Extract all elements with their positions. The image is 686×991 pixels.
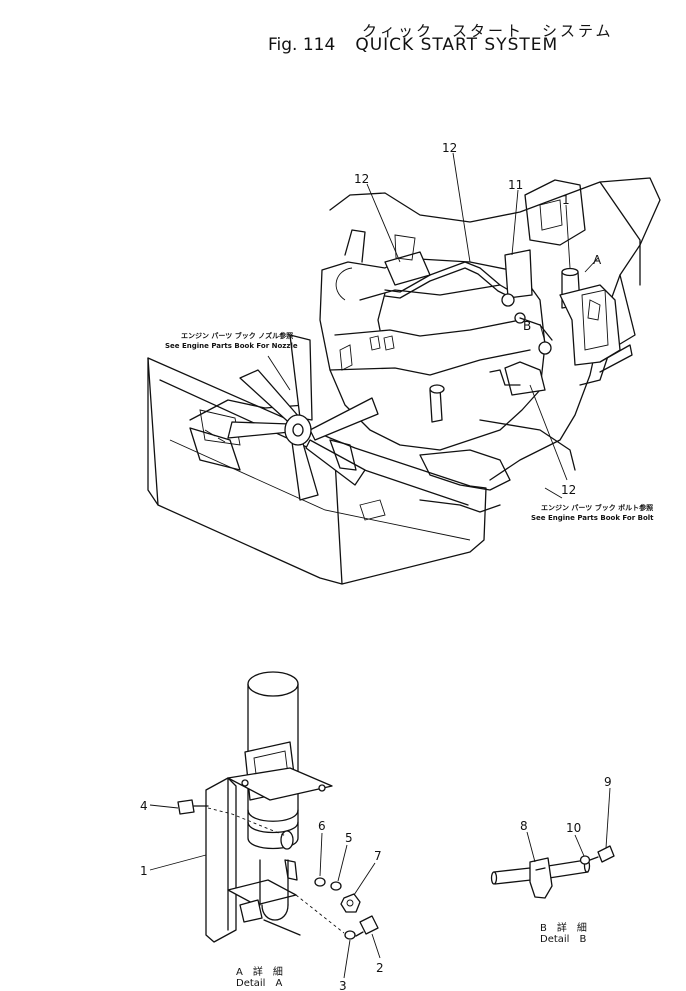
detail-b-caption: Detail B bbox=[540, 934, 586, 945]
callout-3: 3 bbox=[339, 979, 347, 991]
callout-4: 4 bbox=[140, 799, 148, 813]
callout-6: 6 bbox=[318, 819, 326, 833]
detail-a-caption: Detail A bbox=[236, 978, 282, 989]
figure-name: QUICK START SYSTEM bbox=[355, 35, 559, 55]
callout-2: 2 bbox=[376, 961, 384, 975]
figure-number: Fig. 114 bbox=[268, 35, 336, 55]
label-a-arrow: A bbox=[593, 253, 602, 267]
figure-title-japanese: クィック スタート システム bbox=[362, 22, 614, 40]
callout-8: 8 bbox=[520, 819, 528, 833]
bolt-note-english: See Engine Parts Book For Bolt bbox=[531, 514, 654, 522]
detail-a-illustration bbox=[177, 671, 379, 943]
callout-12-bottom: 12 bbox=[561, 483, 576, 497]
fan-illustration bbox=[227, 334, 379, 501]
figure-title: Fig. 114 QUICK START SYSTEM bbox=[268, 35, 558, 55]
callout-5: 5 bbox=[345, 831, 353, 845]
callout-12-left: 12 bbox=[354, 172, 369, 186]
callout-11: 11 bbox=[508, 178, 523, 192]
callout-10: 10 bbox=[566, 821, 581, 835]
label-b-arrow: B bbox=[523, 319, 531, 333]
callout-7: 7 bbox=[374, 849, 382, 863]
callout-12-top: 12 bbox=[442, 141, 457, 155]
nozzle-note-english: See Engine Parts Book For Nozzle bbox=[165, 342, 298, 350]
detail-a-caption-japanese: A 詳 細 bbox=[236, 965, 283, 978]
bolt-note-japanese: エンジン パーツ ブック ボルト参照 bbox=[541, 503, 653, 512]
callout-1-upper: 1 bbox=[562, 193, 570, 207]
nozzle-note-japanese: エンジン パーツ ブック ノズル参照 bbox=[181, 331, 293, 340]
callout-1-detail-a: 1 bbox=[140, 864, 148, 878]
machine-assembly-illustration bbox=[147, 177, 661, 585]
callout-9: 9 bbox=[604, 775, 612, 789]
detail-b-illustration bbox=[490, 845, 615, 899]
detail-b-caption-japanese: B 詳 細 bbox=[540, 921, 587, 934]
